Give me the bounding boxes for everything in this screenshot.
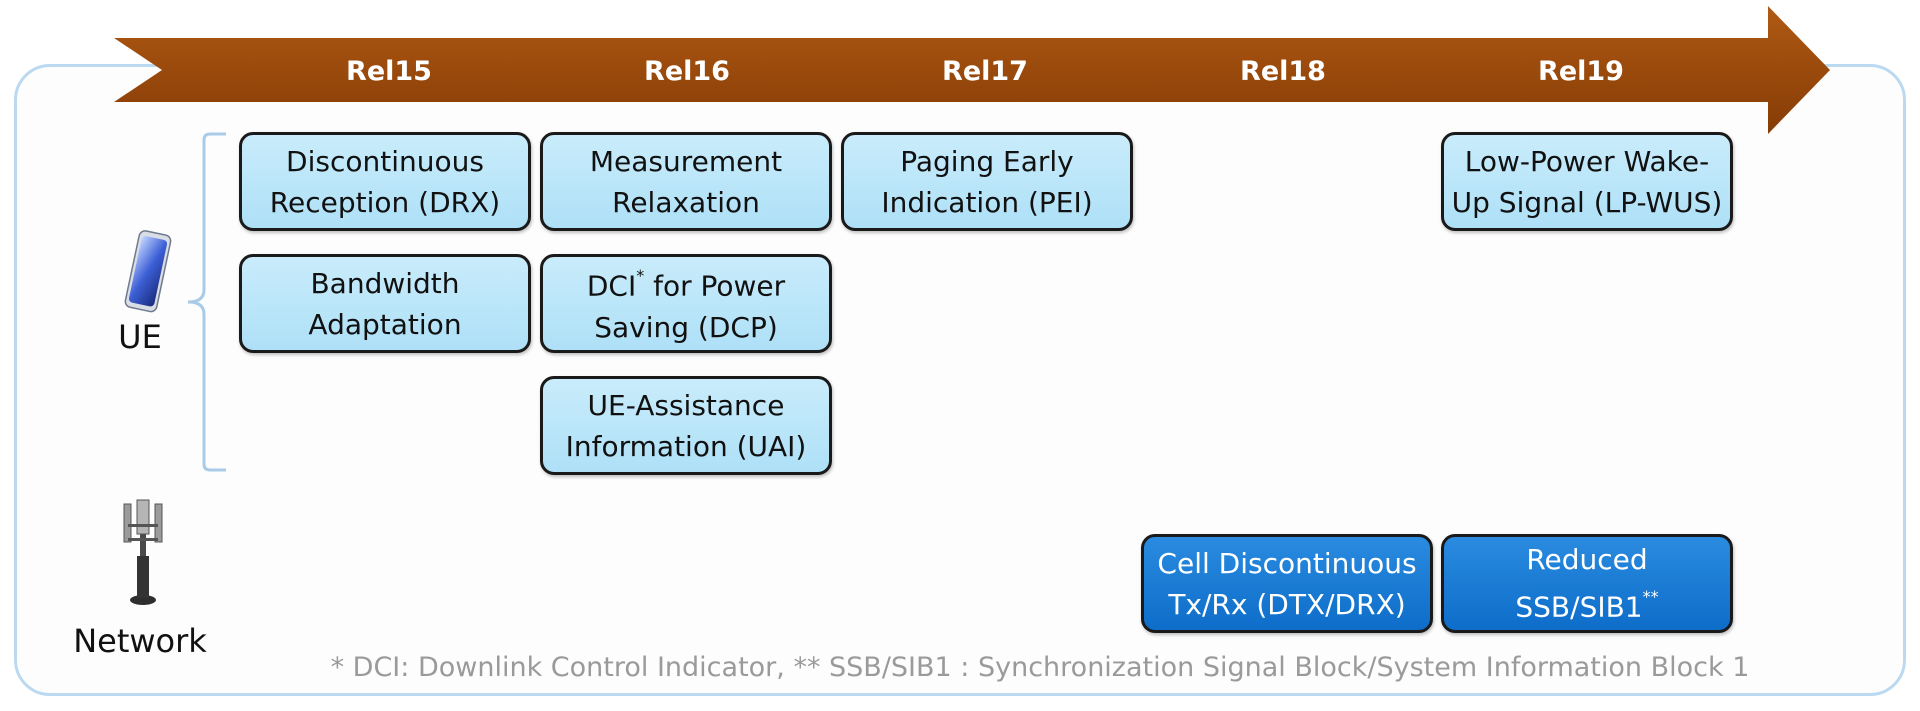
cell-tower-icon: [123, 499, 163, 605]
feature-pei-line2: Indication (PEI): [881, 185, 1093, 219]
ue-label: UE: [118, 318, 162, 356]
ue-group-brace: [187, 132, 226, 472]
feature-dcp-line2: Saving (DCP): [594, 310, 778, 344]
footnote-marker-single: *: [636, 266, 645, 286]
release-rel19: Rel19: [1538, 56, 1624, 87]
feature-ssb-line2: SSB/SIB1: [1515, 590, 1643, 624]
release-rel18: Rel18: [1240, 56, 1326, 87]
feature-bwa-line2: Adaptation: [308, 307, 462, 341]
feature-pei-line1: Paging Early: [900, 144, 1074, 178]
feature-ssb-line1: Reduced: [1526, 543, 1648, 577]
feature-lp-wus: Low-Power Wake- Up Signal (LP-WUS): [1441, 132, 1733, 231]
feature-dcp-line1: for Power: [644, 269, 786, 303]
feature-uai-line2: Information (UAI): [565, 429, 807, 463]
footnote: * DCI: Downlink Control Indicator, ** SS…: [330, 652, 1750, 683]
feature-mr-line2: Relaxation: [612, 185, 760, 219]
feature-dcp-dci: DCI: [586, 269, 637, 303]
release-rel15: Rel15: [346, 56, 432, 87]
release-rel16: Rel16: [644, 56, 730, 87]
feature-lpwus-line2: Up Signal (LP-WUS): [1451, 185, 1723, 219]
feature-lpwus-line1: Low-Power Wake-: [1464, 144, 1710, 178]
footnote-marker-double: **: [1642, 587, 1659, 607]
feature-drx-line1: Discontinuous: [286, 144, 484, 178]
feature-drx-line2: Reception (DRX): [269, 185, 501, 219]
smartphone-icon: [124, 230, 172, 313]
feature-cell-dtx-line1: Cell Discontinuous: [1157, 546, 1417, 580]
feature-cell-dtx-line2: Tx/Rx (DTX/DRX): [1168, 587, 1406, 621]
network-label: Network: [73, 622, 207, 660]
feature-uai-line1: UE-Assistance: [587, 388, 785, 422]
feature-bwa-line1: Bandwidth: [310, 266, 460, 300]
feature-mr-line1: Measurement: [589, 144, 783, 178]
release-rel17: Rel17: [942, 56, 1028, 87]
